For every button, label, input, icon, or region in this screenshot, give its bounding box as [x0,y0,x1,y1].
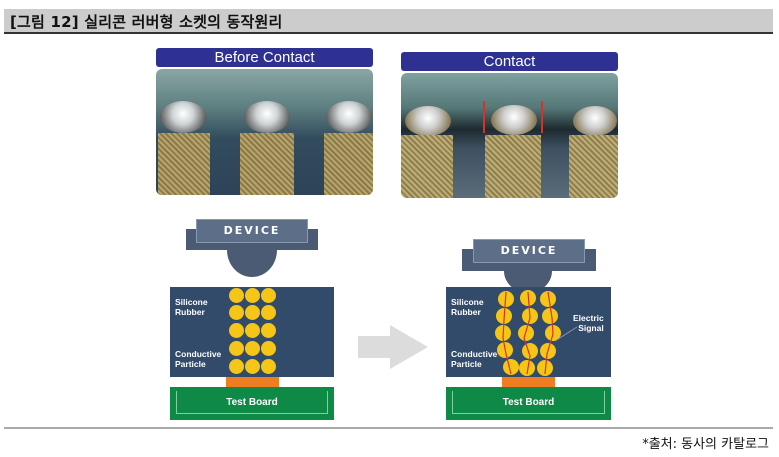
transition-arrow-icon [358,325,428,369]
compressed-particles [495,290,561,376]
figure-title: [그림 12] 실리콘 러버형 소켓의 동작원리 [10,13,283,31]
device-block-after: DEVICE [473,239,585,263]
contact-photo [401,73,618,198]
before-contact-label: Before Contact [156,48,373,67]
test-board: Test Board [170,387,334,420]
deformation-marker [483,101,543,133]
footer-divider [4,427,773,429]
contact-pad [226,377,279,387]
contact-pad-after [502,377,555,387]
test-board-after: Test Board [446,387,611,420]
contact-label: Contact [401,52,618,71]
device-ball [227,250,277,277]
source-note: *출처: 동사의 카탈로그 [642,437,769,452]
device-block: DEVICE [196,219,308,243]
signal-pointer [554,326,578,342]
before-contact-photo [156,69,373,195]
figure-header: [그림 12] 실리콘 러버형 소켓의 동작원리 [4,9,773,34]
